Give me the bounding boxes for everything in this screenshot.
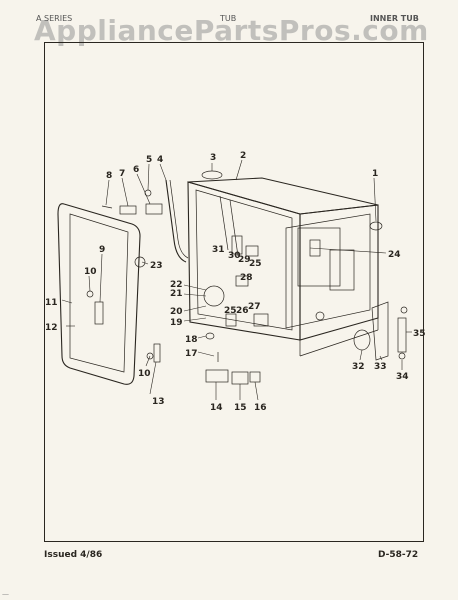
label-p17: 17 [185,349,198,359]
diagram-frame [44,42,424,542]
door-gasket [57,203,141,385]
label-p8: 8 [106,171,112,181]
label-p33: 33 [374,362,387,372]
label-p20: 20 [170,307,183,317]
label-p7: 7 [119,169,125,179]
label-p10b: 10 [138,369,151,379]
watermark: AppliancePartsPros.com [34,14,429,47]
label-p34: 34 [396,372,409,382]
label-p25a: 25 [249,259,262,269]
label-p12: 12 [45,323,58,333]
header-title: INNER TUB [370,14,419,23]
header-mid: TUB [220,14,237,23]
label-p14: 14 [210,403,223,413]
label-p16: 16 [254,403,267,413]
inner-tub [187,177,379,357]
issued-date: Issued 4/86 [44,550,103,560]
label-p10a: 10 [84,267,97,277]
label-p1: 1 [372,169,378,179]
diagram-code: D-58-72 [378,550,419,560]
label-p5: 5 [146,155,152,165]
label-p24: 24 [388,250,401,260]
leader-lines [61,159,412,401]
fill-tube [165,179,187,263]
label-p2: 2 [240,151,246,161]
label-p29: 29 [238,255,251,265]
label-p35: 35 [413,329,426,339]
label-p28: 28 [240,273,253,283]
header-left: A SERIES [36,14,73,23]
label-p22: 22 [170,280,183,290]
label-p27: 27 [248,302,261,312]
label-p4: 4 [157,155,163,165]
label-p21: 21 [170,289,183,299]
label-p31: 31 [212,245,225,255]
label-p9: 9 [99,245,105,255]
corner-mark: — [2,590,9,598]
label-p19: 19 [170,318,183,328]
label-p18: 18 [185,335,198,345]
label-p30: 30 [228,251,241,261]
label-p15: 15 [234,403,247,413]
label-p32: 32 [352,362,365,372]
label-p23: 23 [150,261,163,271]
label-p25b: 25 [224,306,237,316]
label-p3: 3 [210,153,216,163]
part-labels: 3 2 1 4 5 6 7 8 9 10 10 11 12 13 14 15 1… [45,151,426,413]
label-p26: 26 [236,306,249,316]
label-p13: 13 [152,397,165,407]
label-p6: 6 [133,165,139,175]
label-p11: 11 [45,298,58,308]
